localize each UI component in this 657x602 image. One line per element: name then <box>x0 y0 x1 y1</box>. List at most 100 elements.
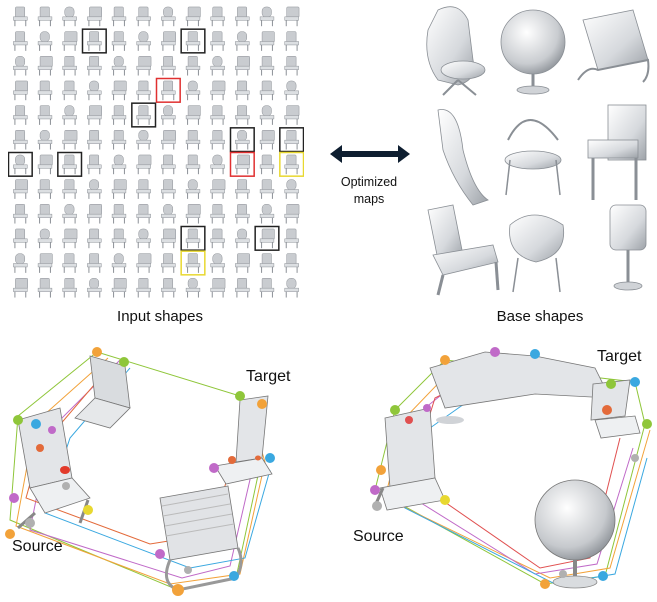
chair-icon <box>37 130 53 150</box>
chair-icon <box>111 31 127 51</box>
chair-icon <box>259 31 275 51</box>
chair-icon <box>185 204 201 224</box>
base-shape-chaise <box>437 109 489 206</box>
chair-icon <box>13 80 28 101</box>
chair-icon <box>62 105 77 125</box>
base-shape-lounge-chair <box>426 6 486 96</box>
target-label: Target <box>246 368 291 385</box>
chair-icon <box>62 228 78 249</box>
chair-icon <box>180 225 206 251</box>
chair-icon <box>229 151 255 177</box>
chair-icon <box>259 204 275 224</box>
chair-top <box>74 355 131 429</box>
highlight-box <box>57 151 83 177</box>
chair-icon <box>111 130 127 150</box>
chair-icon <box>284 204 300 224</box>
chair-icon <box>185 179 201 199</box>
input-shapes-caption: Input shapes <box>117 308 203 325</box>
chair-icon <box>13 6 28 27</box>
chair-icon <box>136 6 151 27</box>
chair-icon <box>210 6 225 27</box>
chair-icon <box>210 105 225 125</box>
chair-icon <box>284 179 299 199</box>
chair-icon <box>210 253 225 273</box>
chair-icon <box>37 204 53 224</box>
chair-icon <box>259 56 275 76</box>
chair-icon <box>284 31 299 51</box>
chair-icon <box>229 127 255 153</box>
chair-icon <box>284 6 300 27</box>
highlight-box <box>180 225 206 251</box>
chair-icon <box>37 31 53 51</box>
chair-icon <box>185 278 201 298</box>
highlight-box <box>279 151 305 177</box>
source-label: Source <box>353 528 404 545</box>
chair-icon <box>111 228 127 249</box>
chair-icon <box>62 179 77 199</box>
chair-icon <box>161 105 176 125</box>
chair-icon <box>37 253 53 273</box>
chair-icon <box>180 250 206 276</box>
chair-icon <box>87 278 102 298</box>
chair-icon <box>13 204 28 224</box>
chair-icon <box>37 179 53 199</box>
base-shape-armchair <box>587 104 647 200</box>
chair-icon <box>13 278 28 298</box>
base-shape-tulip-chair <box>609 204 647 291</box>
chair-icon <box>210 80 226 101</box>
chair-icon <box>111 80 127 101</box>
input-shapes-grid <box>7 4 305 300</box>
source-label: Source <box>12 538 63 555</box>
chair-middle <box>159 485 243 592</box>
chair-icon <box>37 228 53 249</box>
chair-target <box>590 379 641 439</box>
optimized-maps-arrow: Optimized maps <box>326 140 416 210</box>
chair-icon <box>87 80 102 101</box>
chair-icon <box>284 253 299 273</box>
base-shape-shell-chair <box>509 214 565 293</box>
chair-icon <box>136 278 151 298</box>
chair-icon <box>284 56 299 76</box>
chair-icon <box>235 6 250 27</box>
chair-icon <box>136 253 152 273</box>
chair-icon <box>161 228 176 249</box>
chair-icon <box>185 80 201 101</box>
chair-icon <box>259 130 275 150</box>
chair-icon <box>284 105 300 125</box>
highlight-box <box>229 151 255 177</box>
chair-icon <box>235 204 250 224</box>
chair-icon <box>235 31 250 51</box>
chair-icon <box>13 179 28 199</box>
chair-icon <box>259 179 275 199</box>
chair-icon <box>136 31 151 51</box>
chair-icon <box>279 127 305 153</box>
chair-icon <box>81 28 107 54</box>
highlight-box <box>180 250 206 276</box>
highlight-box <box>155 77 181 103</box>
chair-icon <box>161 253 176 273</box>
chair-icon <box>259 105 275 125</box>
chair-icon <box>13 31 28 51</box>
chair-icon <box>62 204 77 224</box>
chair-icon <box>161 154 176 175</box>
chair-icon <box>259 253 275 273</box>
chair-icon <box>284 228 299 249</box>
chair-source <box>17 407 91 530</box>
chair-icon <box>111 154 127 175</box>
chair-icon <box>161 31 176 51</box>
chair-icon <box>13 56 28 76</box>
highlight-box <box>254 225 280 251</box>
chair-icon <box>210 204 225 224</box>
correspondence-points <box>370 347 652 589</box>
chair-icon <box>57 151 83 177</box>
chair-icon <box>185 130 201 150</box>
chair-icon <box>87 105 102 125</box>
chair-icon <box>136 80 151 101</box>
chair-icon <box>136 56 152 76</box>
chair-icon <box>37 80 53 101</box>
chair-icon <box>185 56 201 76</box>
chair-icon <box>87 179 102 199</box>
chair-icon <box>62 80 77 101</box>
chair-icon <box>161 56 176 76</box>
chair-icon <box>136 204 151 224</box>
